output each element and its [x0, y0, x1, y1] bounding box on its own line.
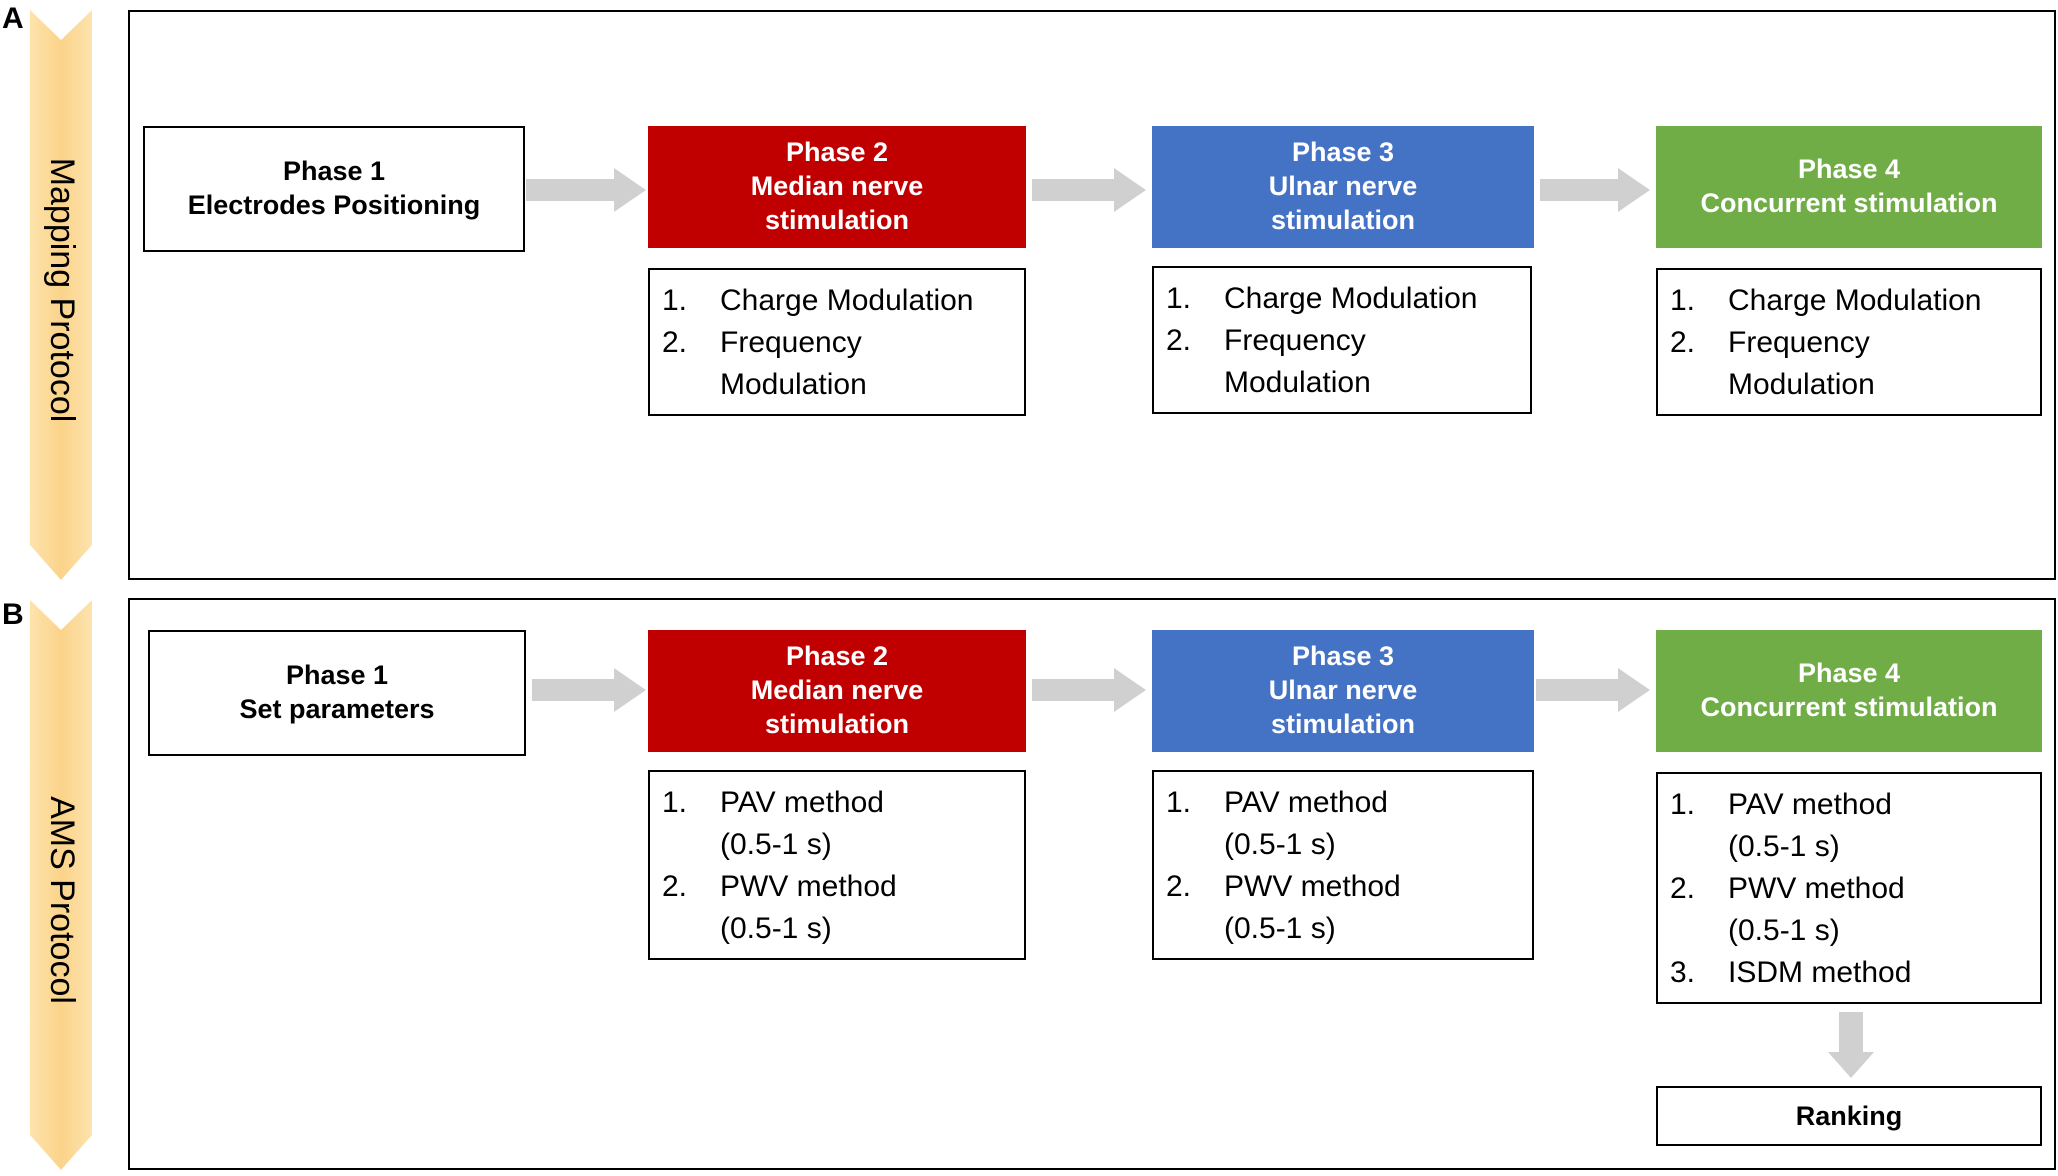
mapping-phase-2: Phase 2 Median nerve stimulation [648, 126, 1026, 248]
mapping-phase-3: Phase 3 Ulnar nerve stimulation [1152, 126, 1534, 248]
phase-subtitle: Median nerve [750, 171, 924, 202]
ams-phase-1: Phase 1 Set parameters [148, 630, 526, 756]
arrow-right-icon [1032, 168, 1146, 212]
phase-title: Phase 3 [1291, 137, 1395, 168]
panel-letter-b: B [2, 598, 24, 631]
method-item: 1. Charge Modulation [1670, 284, 1982, 317]
phase-subtitle: Concurrent stimulation [1700, 692, 1998, 722]
phase-subtitle: Concurrent stimulation [1700, 188, 1998, 218]
side-label-ams-protocol: AMS Protocol [43, 796, 81, 1004]
phase-subtitle: Ulnar nerve [1268, 171, 1418, 202]
phase-subtitle: Ulnar nerve [1268, 675, 1418, 706]
mapping-phase-2-methods: 1. Charge Modulation 2. Frequency Modula… [648, 268, 1026, 416]
phase-subtitle: Electrodes Positioning [187, 190, 481, 220]
ams-phase-2-methods: 1. PAV method (0.5-1 s) 2. PWV method (0… [648, 770, 1026, 960]
phase-title: Phase 1 [282, 156, 386, 187]
arrow-right-icon [1536, 668, 1650, 712]
ams-phase-3: Phase 3 Ulnar nerve stimulation [1152, 630, 1534, 752]
phase-subtitle: Median nerve [750, 675, 924, 706]
chevron-arrow-ams [30, 600, 92, 1170]
phase-title: Phase 1 [285, 660, 389, 691]
method-item: 1. PAV method (0.5-1 s) [1166, 786, 1388, 861]
panel-box-ams [128, 598, 2056, 1170]
arrow-down-icon [1828, 1012, 1874, 1078]
mapping-phase-3-methods: 1. Charge Modulation 2. Frequency Modula… [1152, 266, 1532, 414]
phase-title: Phase 3 [1291, 641, 1395, 672]
method-item: 2. PWV method (0.5-1 s) [1166, 870, 1401, 945]
method-item: 2. Frequency Modulation [1166, 324, 1371, 399]
method-item: 1. Charge Modulation [662, 284, 974, 317]
method-item: 2. Frequency Modulation [1670, 326, 1875, 401]
phase-subtitle: stimulation [764, 204, 909, 235]
side-label-mapping-protocol: Mapping Protocol [43, 157, 81, 423]
mapping-phase-4: Phase 4 Concurrent stimulation [1656, 126, 2042, 248]
method-item: 3. ISDM method [1670, 956, 1912, 989]
phase-title: Phase 4 [1797, 658, 1901, 689]
method-item: 2. PWV method (0.5-1 s) [1670, 872, 1905, 947]
panel-box-mapping [128, 10, 2056, 580]
method-item: 1. Charge Modulation [1166, 282, 1478, 315]
ams-phase-4-methods: 1. PAV method (0.5-1 s) 2. PWV method (0… [1656, 772, 2042, 1004]
method-item: 2. PWV method (0.5-1 s) [662, 870, 897, 945]
arrow-right-icon [1540, 168, 1650, 212]
method-item: 2. Frequency Modulation [662, 326, 867, 401]
mapping-phase-4-methods: 1. Charge Modulation 2. Frequency Modula… [1656, 268, 2042, 416]
phase-subtitle: stimulation [1270, 204, 1415, 235]
arrow-right-icon [1032, 668, 1146, 712]
ranking-box: Ranking [1656, 1086, 2042, 1146]
phase-title: Phase 2 [785, 641, 889, 672]
method-item: 1. PAV method (0.5-1 s) [662, 786, 884, 861]
chevron-arrow-mapping [30, 10, 92, 580]
ams-phase-2: Phase 2 Median nerve stimulation [648, 630, 1026, 752]
phase-subtitle: stimulation [764, 708, 909, 739]
phase-subtitle: Set parameters [239, 694, 435, 724]
phase-subtitle: stimulation [1270, 708, 1415, 739]
mapping-phase-1: Phase 1 Electrodes Positioning [143, 126, 525, 252]
ams-phase-3-methods: 1. PAV method (0.5-1 s) 2. PWV method (0… [1152, 770, 1534, 960]
arrow-right-icon [526, 168, 646, 212]
phase-title: Phase 4 [1797, 154, 1901, 185]
ams-phase-4: Phase 4 Concurrent stimulation [1656, 630, 2042, 752]
method-item: 1. PAV method (0.5-1 s) [1670, 788, 1892, 863]
panel-letter-a: A [2, 2, 24, 35]
arrow-right-icon [532, 668, 646, 712]
phase-title: Phase 2 [785, 137, 889, 168]
